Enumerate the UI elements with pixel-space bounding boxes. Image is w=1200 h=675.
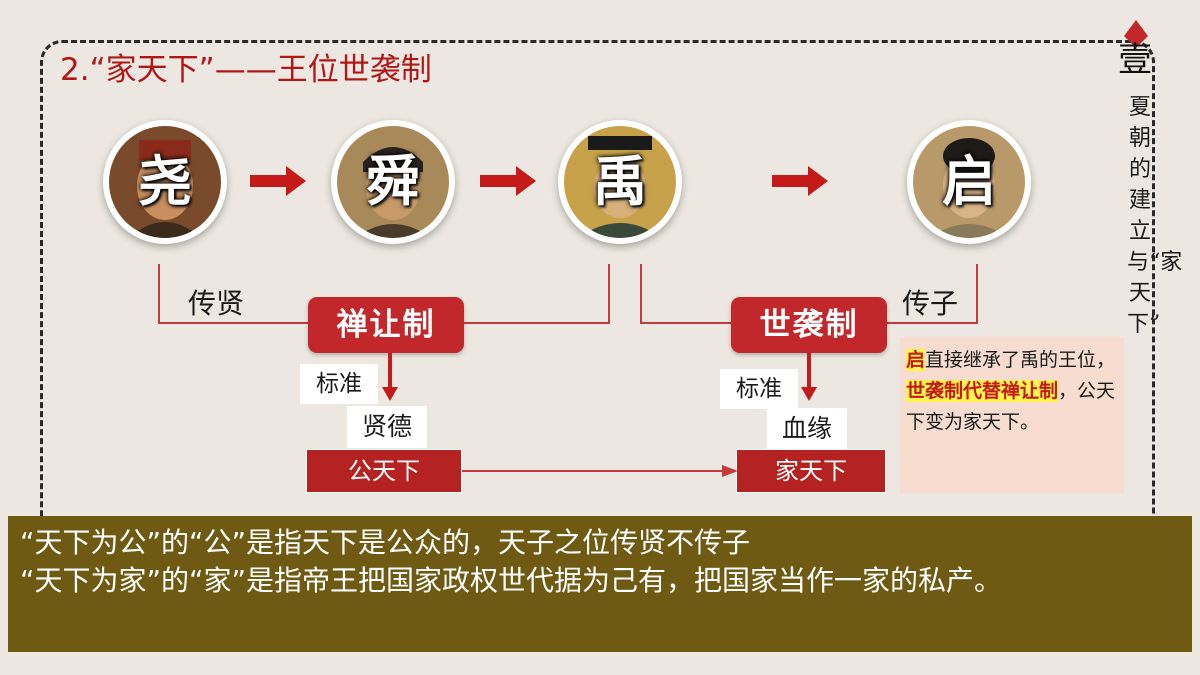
bracket-line	[158, 264, 160, 324]
section-title-vertical: 夏朝的建立与“家天下”	[1127, 95, 1183, 337]
info-part1: 直接继承了禹的王位，	[925, 349, 1116, 371]
bracket-line	[886, 322, 978, 324]
bottom-line-2: “天下为家”的“家”是指帝王把国家政权世代据为己有，把国家当作一家的私产。	[20, 564, 1003, 597]
standard-value-right: 血缘	[767, 408, 847, 450]
transfer-label-left: 传贤	[188, 287, 245, 320]
badge-icon	[1124, 20, 1148, 48]
info-highlight2: 禅让制	[1001, 380, 1059, 402]
page-title: 2.“家天下”——王位世袭制	[60, 52, 432, 88]
result-bar-right: 家天下	[736, 449, 886, 493]
bottom-explanation: “天下为公”的“公”是指天下是公众的，天子之位传贤不传子 “天下为家”的“家”是…	[8, 516, 1192, 652]
arrow-right-icon	[480, 166, 536, 196]
portrait-yao: 尧	[103, 120, 227, 244]
portrait-shun: 舜	[331, 120, 455, 244]
bracket-line	[976, 264, 978, 324]
portrait-shun-image	[337, 126, 449, 238]
info-qi: 启	[906, 349, 926, 371]
bracket-line	[608, 264, 610, 324]
bracket-line	[158, 322, 310, 324]
arrow-right-icon	[250, 166, 306, 196]
info-part2: ，公天下变为家天下。	[906, 380, 1116, 433]
portrait-qi: 启	[907, 120, 1031, 244]
portrait-qi-image	[913, 126, 1025, 238]
arrow-down-icon	[801, 353, 817, 401]
portrait-yu: 禹	[558, 120, 682, 244]
ruler-name-yao: 尧	[138, 150, 192, 213]
standard-value-left: 贤德	[347, 406, 427, 448]
ruler-name-yu: 禹	[593, 150, 647, 213]
transfer-label-right: 传子	[902, 287, 959, 320]
system-pill-right: 世袭制	[731, 297, 887, 353]
arrow-right-icon	[772, 166, 828, 196]
ruler-name-qi: 启	[942, 150, 996, 213]
info-box: 启直接继承了禹的王位， 世袭制代替禅让制，公天下变为家天下。	[900, 337, 1124, 493]
arrow-right-icon	[462, 465, 738, 477]
standard-label-left: 标准	[300, 364, 378, 404]
info-highlight1: 世袭制代替	[906, 380, 1002, 402]
badge-char: 壹	[1118, 40, 1152, 80]
bracket-line	[640, 264, 642, 324]
bottom-line-1: “天下为公”的“公”是指天下是公众的，天子之位传贤不传子	[20, 526, 751, 559]
bracket-line	[640, 322, 732, 324]
result-bar-left: 公天下	[306, 449, 462, 493]
arrow-down-icon	[382, 353, 398, 401]
ruler-name-shun: 舜	[366, 150, 420, 213]
standard-label-right: 标准	[720, 369, 798, 409]
bracket-line	[462, 322, 610, 324]
portrait-yao-image	[109, 126, 221, 238]
system-pill-left: 禅让制	[308, 297, 464, 353]
